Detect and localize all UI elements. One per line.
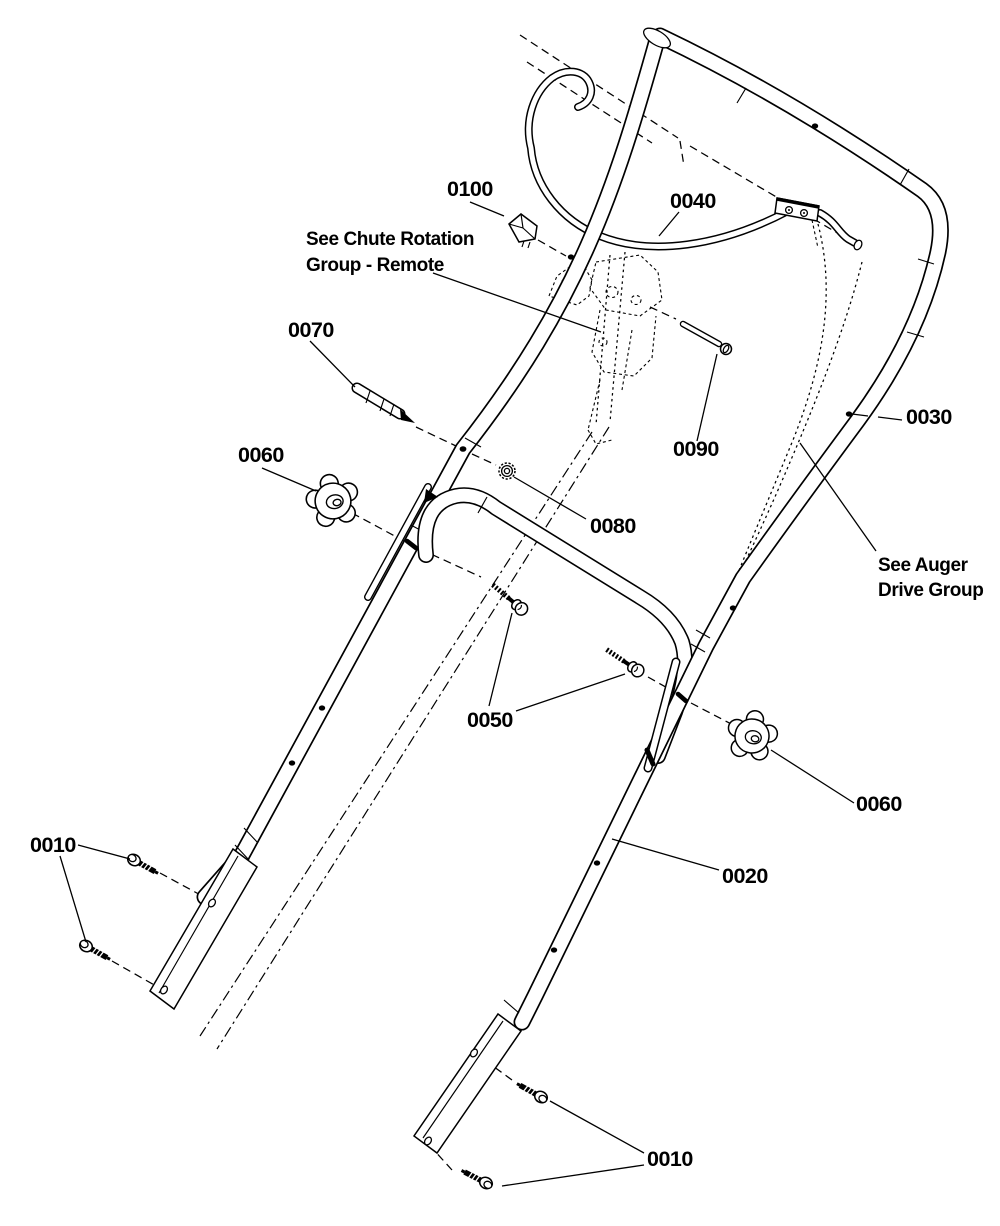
bracket-hole [469,1048,479,1058]
hidden-reference-lines [111,34,863,1171]
leader-0030 [851,413,903,421]
rivet [567,254,575,260]
chute-rod-hidden-right [609,251,626,423]
leader-0010-right [501,1100,645,1187]
callout-0060-right: 0060 [856,792,902,816]
leader-0060-right [770,749,855,804]
rivet [593,860,601,866]
knob-0060-left [301,468,365,531]
knob-slot-left [404,538,419,551]
knob-slot-right [675,691,689,704]
bolt-0070 [351,382,415,423]
middle-handle-loop [417,487,693,764]
loop-section-tick [477,496,488,514]
right-bracket [412,1012,523,1155]
joint-ticks [690,629,711,653]
bolt-alignment-dash-right-2 [431,1147,453,1171]
channel-slot [644,747,656,767]
upper-and-right-handle [412,27,949,1155]
leader-0010-left [59,844,131,943]
panel-dash-edge [679,140,685,167]
bolt-tip [400,409,415,423]
lower-left-handle [149,31,666,1011]
leader-0020 [611,838,720,871]
bolts-0010-left [78,852,161,964]
callout-0040: 0040 [670,189,716,213]
cable-bracket-dash [811,219,819,249]
tube-hole [459,446,467,452]
cable-alignment-dash [689,145,857,245]
knob-left-alignment-dash [351,512,482,578]
rivet [729,605,737,611]
leader-0090 [696,353,718,442]
callout-0010-right: 0010 [647,1147,693,1171]
bolt-alignment-dash-left-2 [111,960,157,987]
leader-0070 [309,340,356,388]
rivet [811,123,819,129]
callout-0090: 0090 [673,437,719,461]
callout-0060-left: 0060 [238,443,284,467]
grip-section-ticks [736,87,935,338]
callout-0050: 0050 [467,708,513,732]
leader-0050 [488,612,626,712]
bracket-transition-ticks [234,827,259,861]
bolt-0070-alignment-dash [415,426,497,466]
callout-0080: 0080 [590,514,636,538]
bracket-hole [423,1136,433,1146]
callout-0100: 0100 [447,177,493,201]
rivet [845,411,853,417]
pin-alignment-dash [649,306,677,320]
clip-alignment-dash [537,239,567,257]
rivet [318,705,326,711]
pin-0090 [679,320,733,356]
callout-labels: 0100 0040 0070 0060 0030 0090 0080 0050 … [30,177,953,1171]
chute-note-line2: Group - Remote [306,255,444,276]
rivet [550,947,558,953]
leader-chute-note [432,272,602,333]
auger-note-line2: Drive Group [878,580,983,601]
bracket-hole [159,985,169,995]
callout-0030: 0030 [906,405,952,429]
cable-clamp-bracket [774,197,820,222]
leader-0060-left [261,467,317,492]
leader-auger-note [799,442,877,552]
handle-end-cap [642,27,672,49]
cable-0040 [524,67,863,251]
weld-mark [424,489,438,503]
callout-0070: 0070 [288,318,334,342]
callout-0020: 0020 [722,864,768,888]
clip-0100 [508,213,538,249]
chute-note-line1: See Chute Rotation [306,229,474,250]
leader-0040 [658,211,680,237]
chute-rotation-group-outline [548,251,663,445]
panel-dash-top [519,34,679,139]
chute-rod-line-1 [199,431,593,1037]
reference-notes: See Chute Rotation Group - Remote See Au… [306,229,984,601]
bracket-hole [207,898,217,908]
left-bracket [149,847,258,1011]
leader-0080 [513,476,587,520]
chute-rod-hidden-left [595,254,611,426]
cable-end-cap [853,239,863,251]
knob-0060-right [723,705,782,764]
callout-0010-left: 0010 [30,833,76,857]
leader-lines [59,201,903,1187]
leader-0100 [469,201,505,217]
nut-0080 [498,462,516,480]
auger-note-line1: See Auger [878,555,969,576]
rivet [288,760,296,766]
